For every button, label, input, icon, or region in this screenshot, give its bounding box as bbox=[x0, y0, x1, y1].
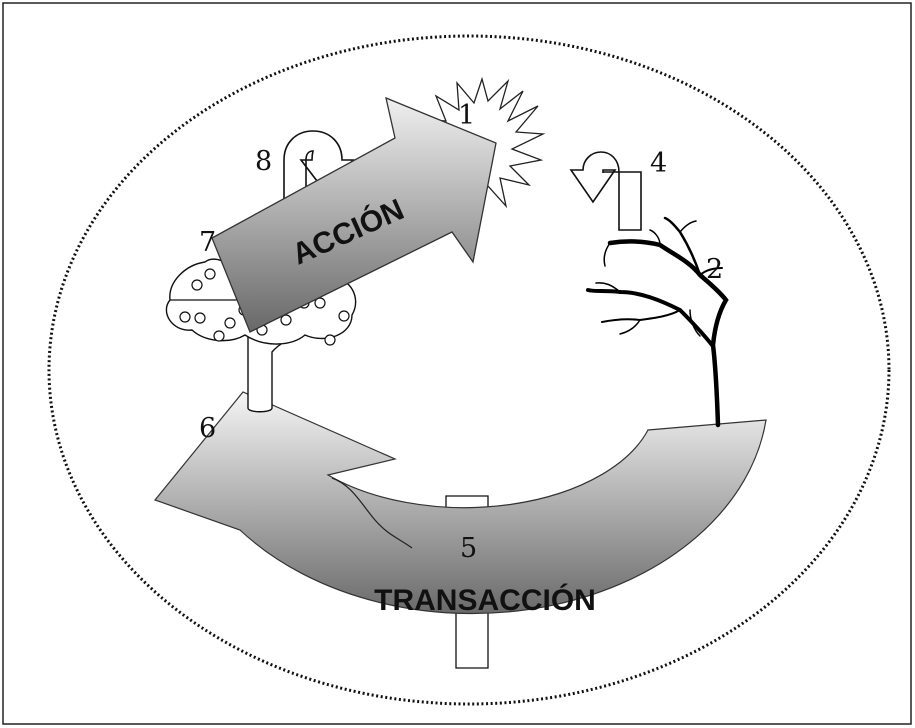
bare-tree-icon bbox=[586, 216, 729, 428]
return-arrow-icon bbox=[569, 151, 642, 231]
label-5: 5 bbox=[460, 533, 477, 564]
label-7: 7 bbox=[199, 227, 216, 258]
path-line bbox=[331, 477, 413, 549]
transaccion-label: TRANSACCIÓN bbox=[374, 583, 596, 617]
label-4: 4 bbox=[650, 148, 667, 179]
return-arrow-icon bbox=[283, 130, 355, 205]
cycle-boundary-ellipse bbox=[47, 34, 891, 706]
label-1: 1 bbox=[458, 100, 475, 131]
transaccion-arrow bbox=[153, 391, 767, 615]
label-2: 2 bbox=[706, 254, 723, 285]
label-6: 6 bbox=[199, 413, 216, 444]
label-8: 8 bbox=[255, 146, 272, 177]
accion-arrow bbox=[211, 96, 497, 333]
